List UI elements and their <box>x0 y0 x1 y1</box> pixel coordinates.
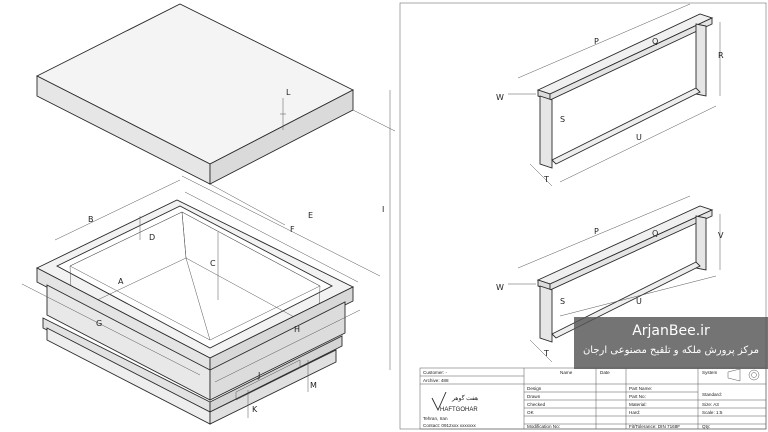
tb-col-name: Name <box>560 370 573 375</box>
hive-box <box>21 90 391 425</box>
dim-label-A: A <box>118 277 124 286</box>
tb-system: System <box>702 370 717 375</box>
tb-material: Material: <box>629 402 647 407</box>
tb-phone: Contact: 0912xxx xxxxxxx <box>423 423 477 428</box>
tb-row-ok: OK <box>527 410 535 415</box>
tb-row-checked: Checked <box>527 402 546 407</box>
tb-qty: Qty: <box>702 424 710 429</box>
company-logo-icon <box>431 391 447 412</box>
dim-label-W-2: W <box>496 283 504 292</box>
dim-label-E: E <box>308 211 313 220</box>
dim-label-S-1: S <box>560 115 565 124</box>
dim-label-U-2: U <box>636 297 642 306</box>
dim-label-M: M <box>310 381 317 390</box>
dim-label-D: D <box>149 233 155 242</box>
dim-label-H: H <box>294 325 300 334</box>
dim-label-B: B <box>88 215 94 224</box>
dim-label-F: F <box>290 225 295 234</box>
dim-label-I: I <box>382 205 384 214</box>
dim-label-V-2: V <box>718 231 724 240</box>
dim-label-T-2: T <box>543 349 549 358</box>
tb-row-design: Design <box>527 386 542 391</box>
tb-row-drawn: Drawn <box>527 394 541 399</box>
projection-symbol-icon <box>727 368 741 382</box>
hive-lid <box>36 3 396 226</box>
dim-label-C: C <box>210 259 216 268</box>
watermark-banner: ArjanBee.ir مرکز پرورش ملکه و تلقیح مصنو… <box>574 317 768 369</box>
dim-label-P-2: P <box>594 227 599 236</box>
dim-label-Q-2: Q <box>652 229 658 238</box>
tb-archive: Archive: 488 <box>423 378 449 383</box>
tb-address: Tehran, Iran <box>423 416 448 421</box>
tb-company-sub: HAFTGOHAR <box>440 407 478 413</box>
dim-label-G: G <box>96 319 102 328</box>
tb-hard: Hard: <box>629 410 640 415</box>
dim-label-S-2: S <box>560 297 565 306</box>
watermark-subtitle: مرکز پرورش ملکه و تلقیح مصنوعی ارجان <box>582 345 760 356</box>
tb-row-mod: Modification No: <box>527 424 560 429</box>
tb-company-fa: هفت گوهر <box>451 394 478 402</box>
watermark-title: ArjanBee.ir <box>632 323 710 339</box>
frame-1 <box>508 3 721 187</box>
tb-scale: Scale: 1:5 <box>702 410 723 415</box>
tb-col-date: Date <box>600 370 610 375</box>
tb-part-no: Part No: <box>629 394 646 399</box>
tb-fit-tolerance: Fit/Tolerance: DIN 7168F <box>629 424 680 429</box>
dim-label-L: L <box>286 88 291 97</box>
dim-label-T-1: T <box>543 175 549 184</box>
dim-label-W-1: W <box>496 93 504 102</box>
tb-size: Size: A3 <box>702 402 719 407</box>
dim-label-U-1: U <box>636 133 642 142</box>
dim-label-P-1: P <box>594 37 599 46</box>
dim-label-J: J <box>257 371 260 380</box>
tb-customer: Customer: - <box>423 370 447 375</box>
projection-circle-icon <box>748 369 760 381</box>
dim-label-Q-1: Q <box>652 37 658 46</box>
tb-part-name: Part Name: <box>629 386 652 391</box>
tb-standard: Standard: <box>702 392 722 397</box>
dim-label-K: K <box>252 405 258 414</box>
dim-label-R-1: R <box>718 51 724 60</box>
